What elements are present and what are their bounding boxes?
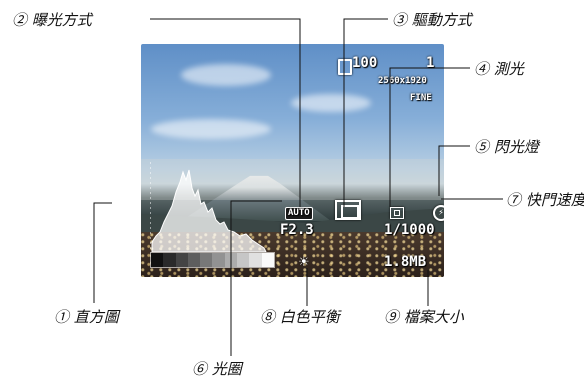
sun-icon: ☀ (298, 255, 310, 270)
label-metering: ④ 測光 (474, 60, 524, 78)
exposure-mode-indicator: AUTO (285, 207, 313, 220)
label-histogram: ① 直方圖 (54, 308, 119, 326)
flash-off-icon: ⚡ (433, 205, 444, 221)
memory-card-icon (338, 59, 352, 75)
camera-lcd-screen: 100 1 2560x1920 FINE AUTO ⚡ F2.3 1/1000 … (141, 44, 444, 277)
aperture-value: F2.3 (280, 222, 314, 238)
label-white-balance: ⑧ 白色平衡 (260, 308, 340, 326)
image-number: 1 (426, 55, 435, 71)
cloud (291, 94, 371, 112)
shutter-speed-value: 1/1000 (384, 222, 435, 238)
label-flash: ⑤ 閃光燈 (474, 138, 539, 156)
single-shot-icon (335, 200, 361, 220)
multi-pattern-metering-icon (390, 207, 404, 219)
shots-remaining: 100 (352, 55, 378, 71)
cloud (151, 119, 271, 139)
label-drive-mode: ③ 驅動方式 (392, 11, 472, 29)
label-exposure-mode: ② 曝光方式 (12, 11, 92, 29)
label-aperture: ⑥ 光圈 (192, 360, 242, 378)
file-size-value: 1.8MB (384, 254, 427, 270)
histogram-graph (150, 162, 268, 252)
label-shutter-speed: ⑦ 快門速度 (506, 191, 584, 209)
label-file-size: ⑨ 檔案大小 (384, 308, 464, 326)
resolution: 2560x1920 (378, 76, 427, 86)
quality: FINE (410, 93, 432, 103)
cloud (181, 64, 271, 86)
